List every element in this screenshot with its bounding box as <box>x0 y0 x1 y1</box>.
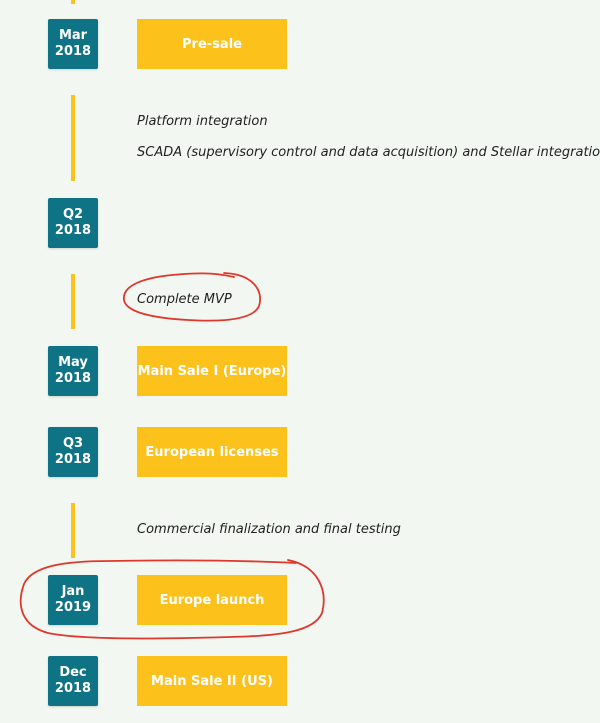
date-badge-dec-2018: Dec 2018 <box>48 656 98 706</box>
date-year: 2018 <box>54 44 92 59</box>
timeline-connector <box>71 95 75 181</box>
note-commercial-finalization: Commercial finalization and final testin… <box>137 522 401 537</box>
note-platform-integration: Platform integration <box>137 114 268 129</box>
date-badge-may-2018: May 2018 <box>48 346 98 396</box>
timeline-connector <box>71 503 75 558</box>
date-year: 2018 <box>54 452 92 467</box>
date-month: May <box>58 355 88 370</box>
date-year: 2018 <box>54 681 92 696</box>
timeline-connector <box>71 274 75 329</box>
date-month: Jan <box>61 584 85 599</box>
event-pre-sale: Pre-sale <box>137 19 287 69</box>
date-year: 2018 <box>54 223 92 238</box>
timeline-connector <box>71 0 75 4</box>
date-month: Q2 <box>62 207 84 222</box>
date-month: Mar <box>58 28 88 43</box>
event-european-licenses: European licenses <box>137 427 287 477</box>
note-complete-mvp: Complete MVP <box>137 292 232 307</box>
date-year: 2018 <box>54 371 92 386</box>
date-badge-q3-2018: Q3 2018 <box>48 427 98 477</box>
date-badge-mar-2018: Mar 2018 <box>48 19 98 69</box>
date-month: Dec <box>59 665 87 680</box>
event-main-sale-europe: Main Sale I (Europe) <box>137 346 287 396</box>
date-badge-q2-2018: Q2 2018 <box>48 198 98 248</box>
date-badge-jan-2019: Jan 2019 <box>48 575 98 625</box>
date-year: 2019 <box>54 600 92 615</box>
date-month: Q3 <box>62 436 84 451</box>
event-europe-launch: Europe launch <box>137 575 287 625</box>
event-main-sale-us: Main Sale II (US) <box>137 656 287 706</box>
note-scada-stellar: SCADA (supervisory control and data acqu… <box>137 145 600 160</box>
